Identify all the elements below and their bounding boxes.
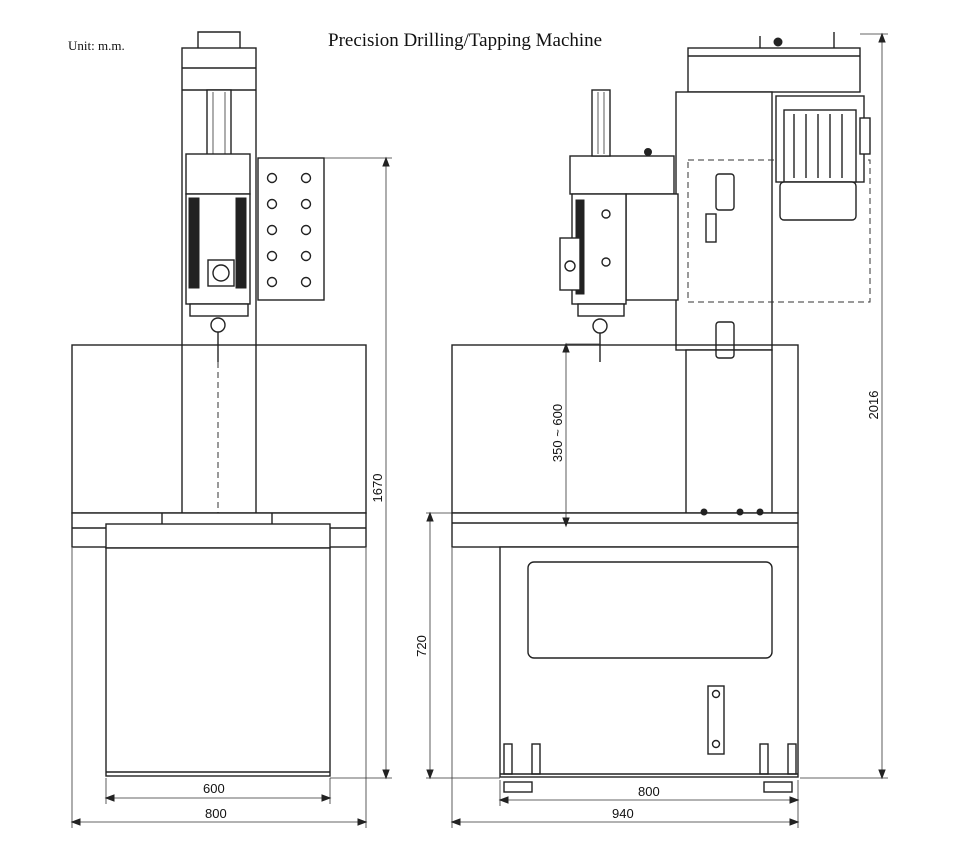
dim-2016-label: 2016 [866,391,881,420]
dim-800-front-label: 800 [205,806,227,821]
front-view: 600 800 1670 [70,31,392,828]
side-drill-arm [569,155,675,195]
dim-720-label: 720 [414,635,429,657]
side-foot-left [503,781,533,793]
dim-1670-label: 1670 [370,474,385,503]
dim-800-side-label: 800 [638,784,660,799]
lifting-handle [197,31,241,48]
side-table-top [451,512,799,548]
side-cabinet-window [527,561,773,659]
dim-940-label: 940 [612,806,634,821]
side-foot-right [763,781,793,793]
front-drill-head [185,153,251,195]
side-view: 350 ~ 600 720 2016 800 940 [414,32,888,828]
side-top-housing [687,47,861,93]
front-cabinet [105,547,331,777]
side-column [675,91,773,351]
side-cabinet [499,546,799,778]
unit-label: Unit: m.m. [68,38,125,53]
drawing-title: Precision Drilling/Tapping Machine [328,30,602,51]
front-mounting-plate [257,157,325,301]
dim-600-label: 600 [203,781,225,796]
side-chuck [592,318,608,334]
side-cabinet-latch [707,685,725,755]
dim-stroke-label: 350 ~ 600 [550,404,565,462]
